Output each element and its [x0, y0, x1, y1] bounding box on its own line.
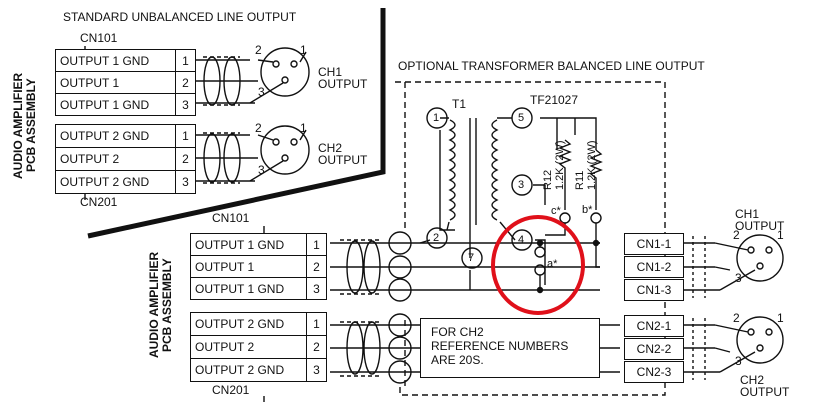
top-ch2-xlr — [249, 125, 310, 182]
tap-5: 5 — [518, 112, 525, 124]
top-ch1-output-label: CH1 OUTPUT — [318, 65, 368, 91]
top-ch1-pin-3: 3 — [175, 93, 196, 116]
transformer-t1 — [439, 117, 516, 258]
bottom-ch1-xlr — [714, 234, 784, 291]
bottom-ch2-row-1: OUTPUT 2 GND — [190, 312, 307, 336]
cn1-pin-1: CN1-1 — [624, 233, 684, 255]
top-board-label-text: AUDIO AMPLIFIER PCB ASSEMBLY — [11, 72, 38, 179]
bottom-ch2-xlr — [714, 316, 784, 373]
bottom-ch1-row-1: OUTPUT 1 GND — [190, 233, 307, 256]
resistor-r12 — [558, 139, 572, 210]
top-section-title: STANDARD UNBALANCED LINE OUTPUT — [63, 10, 297, 24]
cn2-pin-2: CN2-2 — [624, 338, 684, 360]
top-ch2-pin-2: 2 — [175, 147, 196, 171]
bottom-ch1-row-3: OUTPUT 1 GND — [190, 277, 307, 300]
bottom-ch1-output-label: CH1 OUTPUT — [735, 207, 785, 233]
bottom-ch2-xlr-pin-1: 1 — [777, 311, 784, 325]
bottom-ch2-xlr-pin-3: 3 — [735, 354, 742, 368]
section-divider — [87, 8, 386, 239]
cn2-pin-1: CN2-1 — [624, 315, 684, 337]
tap-3: 3 — [518, 179, 525, 191]
top-ch2-xlr-pin-2: 2 — [255, 121, 262, 135]
bottom-ch2-cable — [330, 313, 420, 384]
t1-label: T1 — [452, 97, 467, 111]
node-c-label: c* — [551, 205, 561, 217]
bottom-ch1-xlr-pin-3: 3 — [735, 271, 742, 285]
bottom-cn201-label: CN201 — [212, 383, 250, 397]
top-ch2-cable — [195, 132, 258, 184]
top-ch2-pin-3: 3 — [175, 170, 196, 194]
cn2-pin-3: CN2-3 — [624, 361, 684, 383]
top-ch1-pin-1: 1 — [175, 49, 196, 72]
top-ch2-output-label: CH2 OUTPUT — [318, 141, 368, 167]
top-ch1-xlr — [249, 47, 310, 104]
bottom-ch1-pin-2: 2 — [306, 255, 327, 278]
bottom-ch1-cable — [330, 231, 600, 302]
tap-2: 2 — [433, 232, 440, 244]
bottom-ch1-xlr-pin-2: 2 — [733, 228, 740, 242]
resistor-r11 — [589, 149, 603, 210]
bottom-ch2-pin-3: 3 — [306, 358, 327, 382]
bottom-ch2-pin-2: 2 — [306, 335, 327, 359]
bottom-cn101-label: CN101 — [212, 211, 250, 225]
top-ch2-xlr-pin-3: 3 — [258, 163, 265, 177]
cn1-pin-2: CN1-2 — [624, 256, 684, 278]
bottom-ch1-row-2: OUTPUT 1 — [190, 255, 307, 278]
node-b-label: b* — [582, 204, 593, 216]
top-ch1-row-3: OUTPUT 1 GND — [55, 93, 176, 116]
top-cn201-label: CN201 — [80, 195, 118, 209]
top-ch2-row-1: OUTPUT 2 GND — [55, 124, 176, 148]
bottom-ch1-pin-3: 3 — [306, 277, 327, 300]
bottom-ch2-row-3: OUTPUT 2 GND — [190, 358, 307, 382]
top-ch2-xlr-pin-1: 1 — [300, 121, 307, 135]
cn1-pin-3: CN1-3 — [624, 279, 684, 301]
top-ch2-row-2: OUTPUT 2 — [55, 147, 176, 171]
top-ch2-pin-1: 1 — [175, 124, 196, 148]
tap-4: 4 — [518, 234, 525, 246]
top-ch1-xlr-pin-1: 1 — [300, 43, 307, 57]
bottom-ch1-pin-1: 1 — [306, 233, 327, 256]
transformer-enclosure — [395, 81, 666, 396]
highlight-circle — [491, 215, 585, 315]
top-cn101-label: CN101 — [80, 31, 118, 45]
r11-label: R11 1.2K (2W) — [574, 140, 598, 190]
bottom-ch1-xlr-pin-1: 1 — [777, 228, 784, 242]
bottom-section-title: OPTIONAL TRANSFORMER BALANCED LINE OUTPU… — [398, 59, 705, 73]
node-a-label: a* — [547, 258, 558, 270]
top-ch1-cable — [195, 56, 258, 106]
top-ch1-row-2: OUTPUT 1 — [55, 71, 176, 94]
top-ch2-row-3: OUTPUT 2 GND — [55, 170, 176, 194]
ch2-note-text: FOR CH2 REFERENCE NUMBERS ARE 20S. — [431, 325, 569, 367]
ch2-note-box: FOR CH2 REFERENCE NUMBERS ARE 20S. — [420, 318, 600, 378]
tap-7: 7 — [468, 252, 475, 264]
bottom-board-label: AUDIO AMPLIFIER PCB ASSEMBLY — [147, 240, 174, 370]
top-board-label: AUDIO AMPLIFIER PCB ASSEMBLY — [11, 58, 38, 193]
top-ch1-pin-2: 2 — [175, 71, 196, 94]
top-ch1-xlr-pin-2: 2 — [255, 43, 262, 57]
bottom-board-label-text: AUDIO AMPLIFIER PCB ASSEMBLY — [147, 251, 174, 359]
bottom-ch2-pin-1: 1 — [306, 312, 327, 336]
tap-1: 1 — [433, 112, 440, 124]
bottom-ch2-row-2: OUTPUT 2 — [190, 335, 307, 359]
tf21027-label: TF21027 — [530, 93, 579, 107]
top-ch1-xlr-pin-3: 3 — [258, 85, 265, 99]
r12-label: R12 1.2K (2W) — [542, 140, 566, 190]
top-ch1-row-1: OUTPUT 1 GND — [55, 49, 176, 72]
bottom-ch2-output-label: CH2 OUTPUT — [740, 373, 790, 399]
bottom-ch2-xlr-pin-2: 2 — [733, 311, 740, 325]
